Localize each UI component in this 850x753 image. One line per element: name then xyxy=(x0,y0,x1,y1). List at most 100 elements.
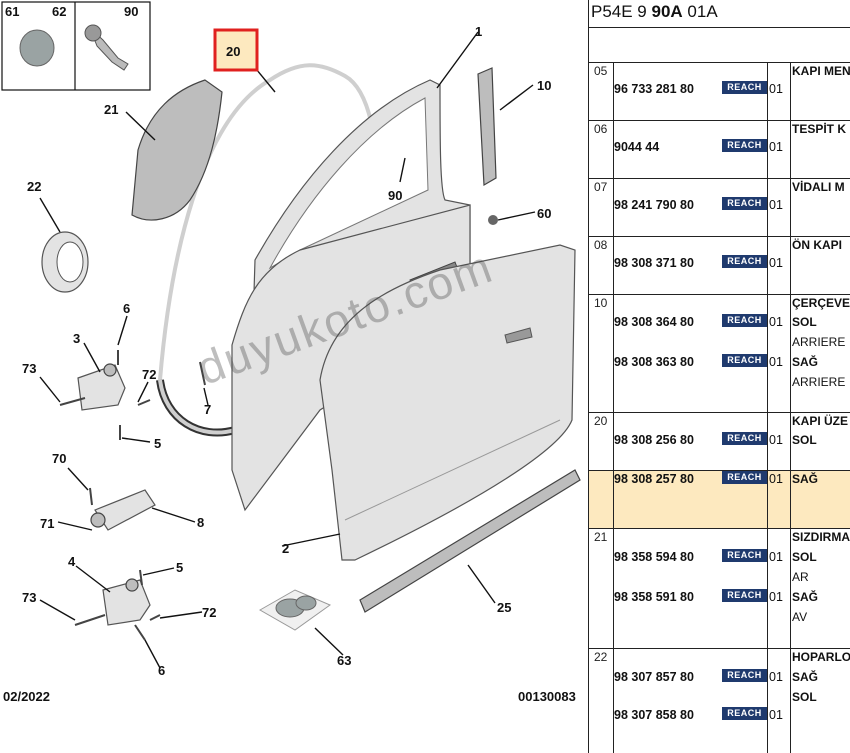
reach-badge: REACH xyxy=(722,471,767,484)
description-line: ARRIERE xyxy=(792,335,846,349)
reach-badge: REACH xyxy=(722,432,767,445)
table-divider xyxy=(589,470,850,471)
callout-label: 73 xyxy=(22,590,36,605)
callout-label: 70 xyxy=(52,451,66,466)
description-line: TESPİT K xyxy=(792,122,847,136)
row-code: 22 xyxy=(594,650,608,664)
description-line: SOL xyxy=(792,550,817,564)
callout-label: 3 xyxy=(73,331,80,346)
speaker-ring-part xyxy=(41,231,89,293)
ref-bold: 90A xyxy=(651,2,683,21)
table-divider xyxy=(589,528,850,529)
part-number: 98 358 594 80 xyxy=(614,550,694,564)
highlight-box xyxy=(213,28,259,72)
plug-part xyxy=(19,29,55,67)
quantity: 01 xyxy=(769,315,783,329)
callout-label: 60 xyxy=(537,206,551,221)
quantity: 01 xyxy=(769,590,783,604)
description-line: SOL xyxy=(792,315,817,329)
ref-suffix: 01A xyxy=(682,2,718,21)
quantity: 01 xyxy=(769,198,783,212)
description-line: SAĞ xyxy=(792,590,819,604)
table-column-line xyxy=(767,62,768,753)
row-code: 08 xyxy=(594,238,608,252)
bolts xyxy=(59,215,498,641)
door-outer-panel xyxy=(319,244,576,561)
part-number: 96 733 281 80 xyxy=(614,82,694,96)
part-number: 9044 44 xyxy=(614,140,660,154)
callout-labels: 61 62 90 20 1 21 10 22 90 60 6 3 72 73 7… xyxy=(3,4,576,704)
row-code: 05 xyxy=(594,64,608,78)
exploded-parts-diagram: 61 62 90 20 1 21 10 22 90 60 6 3 72 73 7… xyxy=(1,1,581,704)
quantity: 01 xyxy=(769,550,783,564)
part-number: 98 358 591 80 xyxy=(614,590,694,604)
pillar-trim-part xyxy=(477,67,497,187)
reference-code: P54E 9 90A 01A xyxy=(591,2,718,22)
row-code: 07 xyxy=(594,180,608,194)
ref-prefix: P54E 9 xyxy=(591,2,652,21)
callout-label: 62 xyxy=(52,4,66,19)
reach-badge: REACH xyxy=(722,669,767,682)
part-number: 98 308 371 80 xyxy=(614,256,694,270)
description-line: VİDALI M xyxy=(792,180,845,194)
upper-hinge-part xyxy=(77,363,126,411)
part-number: 98 308 257 80 xyxy=(614,472,694,486)
reach-badge: REACH xyxy=(722,589,767,602)
callout-label: 6 xyxy=(123,301,130,316)
table-divider xyxy=(589,236,850,237)
table-divider xyxy=(589,294,850,295)
rivet-part xyxy=(84,24,129,71)
quantity: 01 xyxy=(769,140,783,154)
quantity: 01 xyxy=(769,355,783,369)
door-check-part xyxy=(90,489,156,531)
callout-label: 25 xyxy=(497,600,511,615)
part-number: 98 307 857 80 xyxy=(614,670,694,684)
diagram-canvas: 61 62 90 20 1 21 10 22 90 60 6 3 72 73 7… xyxy=(1,1,581,704)
diagram-image-code: 00130083 xyxy=(518,689,576,704)
part-number: 98 308 256 80 xyxy=(614,433,694,447)
part-number: 98 307 858 80 xyxy=(614,708,694,722)
lower-hinge-part xyxy=(102,578,151,626)
description-line: ARRIERE xyxy=(792,375,846,389)
description-line: SAĞ xyxy=(792,472,819,486)
callout-label: 21 xyxy=(104,102,118,117)
quantity: 01 xyxy=(769,708,783,722)
row-code: 06 xyxy=(594,122,608,136)
reach-badge: REACH xyxy=(722,314,767,327)
reach-badge: REACH xyxy=(722,707,767,720)
reach-badge: REACH xyxy=(722,139,767,152)
callout-label: 2 xyxy=(282,541,289,556)
callout-label: 20 xyxy=(226,44,240,59)
part-number: 98 308 363 80 xyxy=(614,355,694,369)
description-line: ÇERÇEVE xyxy=(792,296,850,310)
table-column-line xyxy=(790,62,791,753)
reach-badge: REACH xyxy=(722,81,767,94)
callout-label: 1 xyxy=(475,24,482,39)
callout-label: 72 xyxy=(142,367,156,382)
callout-label: 63 xyxy=(337,653,351,668)
callout-label: 7 xyxy=(204,402,211,417)
table-divider xyxy=(589,178,850,179)
table-divider xyxy=(589,27,850,28)
door-moulding-part xyxy=(359,469,581,613)
description-line: AV xyxy=(792,610,808,624)
reach-badge: REACH xyxy=(722,354,767,367)
callout-label: 71 xyxy=(40,516,54,531)
callout-label: 22 xyxy=(27,179,41,194)
description-line: SIZDIRMA xyxy=(792,530,850,544)
diagram-date: 02/2022 xyxy=(3,689,50,704)
callout-label: 8 xyxy=(197,515,204,530)
row-code: 20 xyxy=(594,414,608,428)
row-code: 21 xyxy=(594,530,608,544)
callout-label: 61 xyxy=(5,4,19,19)
